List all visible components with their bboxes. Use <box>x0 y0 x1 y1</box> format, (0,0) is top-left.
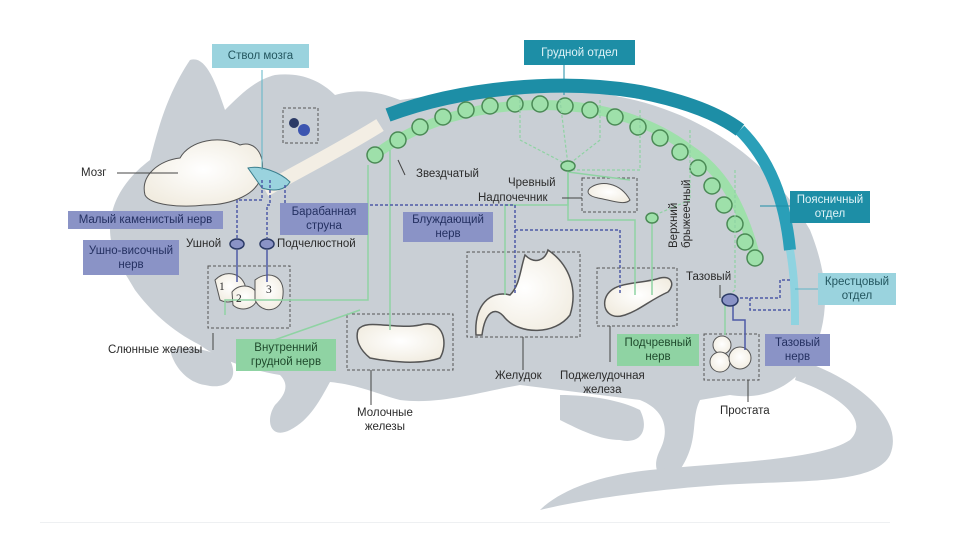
sympathetic-ganglion <box>481 97 499 115</box>
label-mammary-glands: Молочные железы <box>357 407 413 433</box>
lumbar-band <box>735 125 796 251</box>
gland-number-2: 2 <box>236 293 242 305</box>
sympathetic-ganglion <box>736 233 754 251</box>
sympathetic-ganglion <box>689 159 707 177</box>
label-prostate: Простата <box>720 405 770 417</box>
label-otic-ganglion: Ушной <box>186 238 222 250</box>
sympathetic-ganglion <box>581 101 599 119</box>
brain <box>143 139 291 207</box>
sympathetic-ganglion <box>506 95 524 113</box>
sympathetic-ganglion <box>411 118 429 136</box>
label-adrenal: Надпочечник <box>478 192 548 204</box>
sympathetic-ganglion <box>671 143 689 161</box>
label-celiac-ganglion: Чревный <box>508 177 556 189</box>
label-brain: Мозг <box>81 167 107 179</box>
sympathetic-ganglion <box>389 131 407 149</box>
label-lesser-petrosal-nerve: Малый каменистый нерв <box>68 211 223 229</box>
parasympathetic-nerves <box>236 180 790 311</box>
label-stellate-ganglion: Звездчатый <box>416 168 479 180</box>
label-superior-mesenteric: Верхний брыжеечный <box>668 179 693 248</box>
label-pancreas: Поджелудочная железа <box>560 370 645 396</box>
mammary-box <box>346 313 454 371</box>
sympathetic-ganglion <box>651 129 669 147</box>
sympathetic-ganglion <box>606 108 624 126</box>
label-chorda-tympani: Барабанная струна <box>280 203 368 235</box>
label-pelvic-nerve: Тазовый нерв <box>765 334 830 366</box>
label-stomach: Желудок <box>495 370 542 382</box>
label-pelvic-ganglion: Тазовый <box>686 271 732 283</box>
label-lumbar: Поясничный отдел <box>790 191 870 223</box>
label-salivary-glands: Слюнные железы <box>108 344 203 356</box>
sympathetic-chain <box>366 95 764 267</box>
sympathetic-ganglion <box>715 196 733 214</box>
footer-divider <box>40 522 890 523</box>
label-hypogastric-nerve: Подчревный нерв <box>617 334 699 366</box>
sympathetic-ganglion <box>457 101 475 119</box>
sympathetic-ganglion <box>726 215 744 233</box>
label-auriculotemporal-nerve: Ушно-височный нерв <box>83 240 179 275</box>
parasympathetic-ganglia <box>229 238 739 307</box>
label-vagus-nerve: Блуждающий нерв <box>403 212 493 242</box>
sympathetic-ganglion <box>746 249 764 267</box>
gland-number-1: 1 <box>219 281 225 293</box>
salivary-box <box>207 265 291 329</box>
label-brainstem: Ствол мозга <box>212 44 309 68</box>
sympathetic-ganglion <box>531 95 549 113</box>
stomach-box <box>466 251 581 338</box>
prostate-box <box>703 333 760 381</box>
sympathetic-ganglion <box>434 108 452 126</box>
sympathetic-ganglion <box>366 146 384 164</box>
sympathetic-ganglion <box>703 177 721 195</box>
label-internal-thoracic-nerve: Внутренний грудной нерв <box>236 339 336 371</box>
sympathetic-ganglion <box>629 118 647 136</box>
pancreas-box <box>596 267 678 327</box>
gland-number-3: 3 <box>266 284 272 296</box>
sympathetic-ganglion <box>556 97 574 115</box>
label-submandibular-ganglion: Подчелюстной <box>277 238 356 250</box>
sacral-band <box>786 249 799 326</box>
label-thoracic: Грудной отдел <box>524 40 635 65</box>
label-sacral: Крестцовый отдел <box>818 273 896 305</box>
brainstem-inset <box>282 107 319 144</box>
thoracic-band <box>385 78 745 136</box>
